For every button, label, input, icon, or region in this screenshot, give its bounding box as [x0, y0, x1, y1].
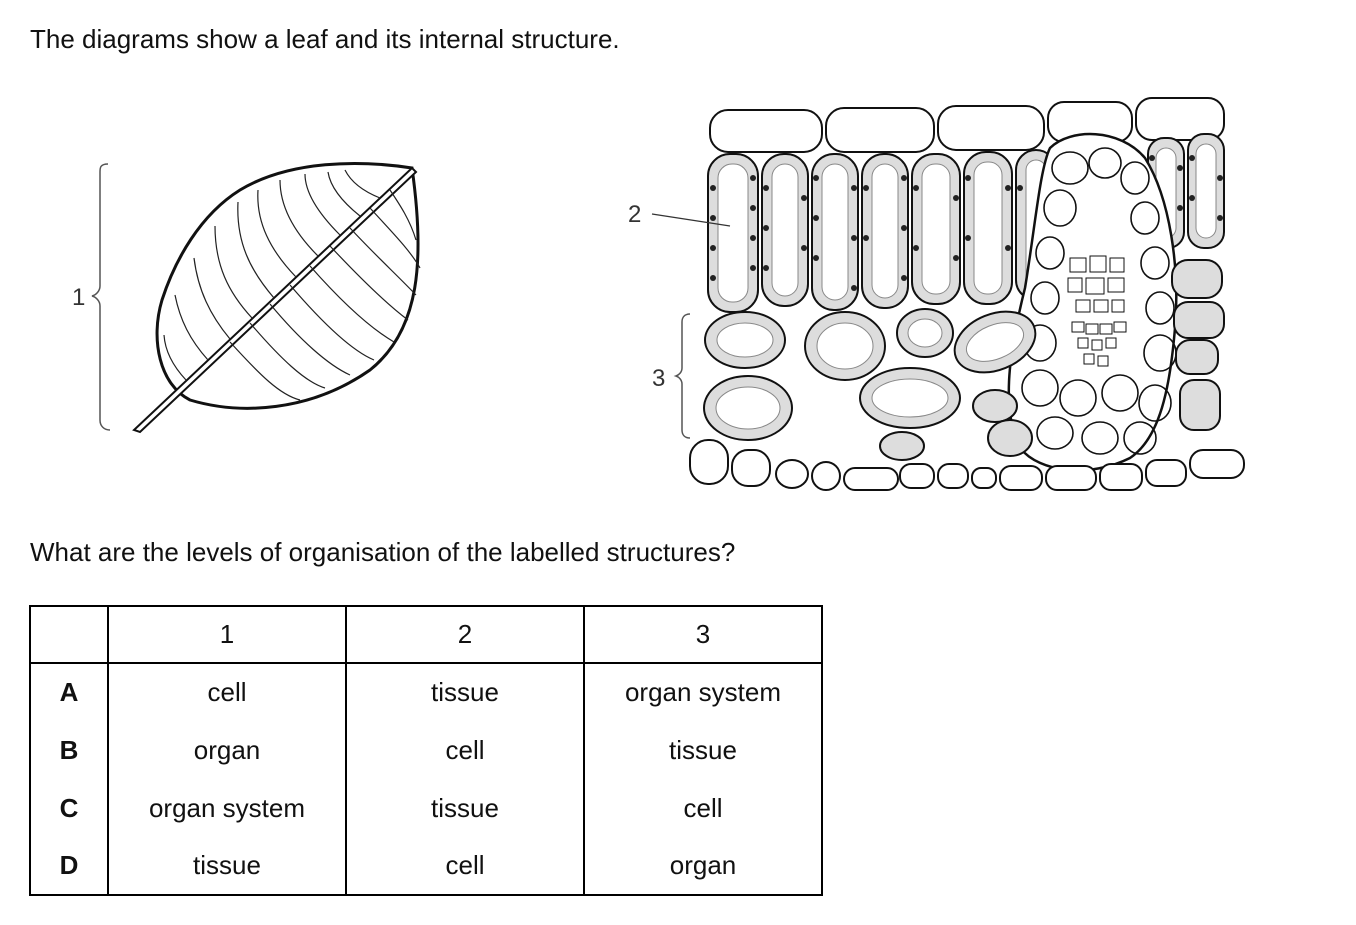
cell-structure-1: organ system: [107, 779, 346, 837]
cell-structure-2: tissue: [345, 779, 584, 837]
label-1: 1: [72, 284, 85, 311]
leaf-section-diagram: 3 2: [628, 97, 1245, 491]
table-row[interactable]: B organ cell tissue: [30, 721, 822, 779]
table-row[interactable]: A cell tissue organ system: [30, 663, 822, 721]
option-letter: D: [59, 850, 79, 880]
vascular-bundle: [1007, 132, 1178, 472]
leaf-diagram: 1: [72, 161, 421, 434]
leaf-veins: [163, 169, 421, 401]
option-letter: B: [59, 734, 79, 765]
answer-table: 1 2 3 A cell tissue organ system B organ…: [29, 605, 823, 896]
label-2: 2: [628, 201, 641, 228]
bracket-3: [673, 313, 691, 439]
header-structure-2: 2: [345, 606, 584, 663]
table-row[interactable]: C organ system tissue cell: [30, 779, 822, 837]
header-structure-3: 3: [583, 606, 822, 663]
vascular-cells: [1021, 147, 1177, 455]
cell-structure-1: cell: [107, 663, 346, 721]
intro-text: The diagrams show a leaf and its interna…: [30, 24, 620, 54]
cell-structure-3: organ: [583, 837, 822, 895]
cell-structure-2: tissue: [345, 663, 584, 721]
label-3: 3: [652, 365, 665, 392]
lower-epidermis: [689, 439, 1245, 491]
xylem-phloem: [1067, 255, 1127, 367]
pointer-2: [651, 213, 731, 227]
cell-structure-3: tissue: [583, 721, 822, 779]
cell-structure-3: cell: [583, 779, 822, 837]
spongy-interiors: [715, 318, 1025, 430]
palisade-interiors: [717, 143, 1217, 303]
header-structure-1: 1: [107, 606, 346, 663]
bracket-1: [91, 163, 111, 431]
cell-structure-1: tissue: [107, 837, 346, 895]
cell-structure-2: cell: [345, 721, 584, 779]
cell-structure-1: organ: [107, 721, 346, 779]
question-text: What are the levels of organisation of t…: [30, 537, 736, 567]
header-blank: [30, 606, 108, 663]
option-letter: C: [59, 792, 79, 823]
option-letter: A: [59, 677, 79, 707]
cell-structure-2: cell: [345, 837, 584, 895]
table-header-row: 1 2 3: [30, 606, 822, 663]
table-row[interactable]: D tissue cell organ: [30, 837, 822, 895]
cell-structure-3: organ system: [583, 663, 822, 721]
upper-epidermis: [709, 97, 1225, 153]
leaf-midrib: [132, 166, 418, 434]
